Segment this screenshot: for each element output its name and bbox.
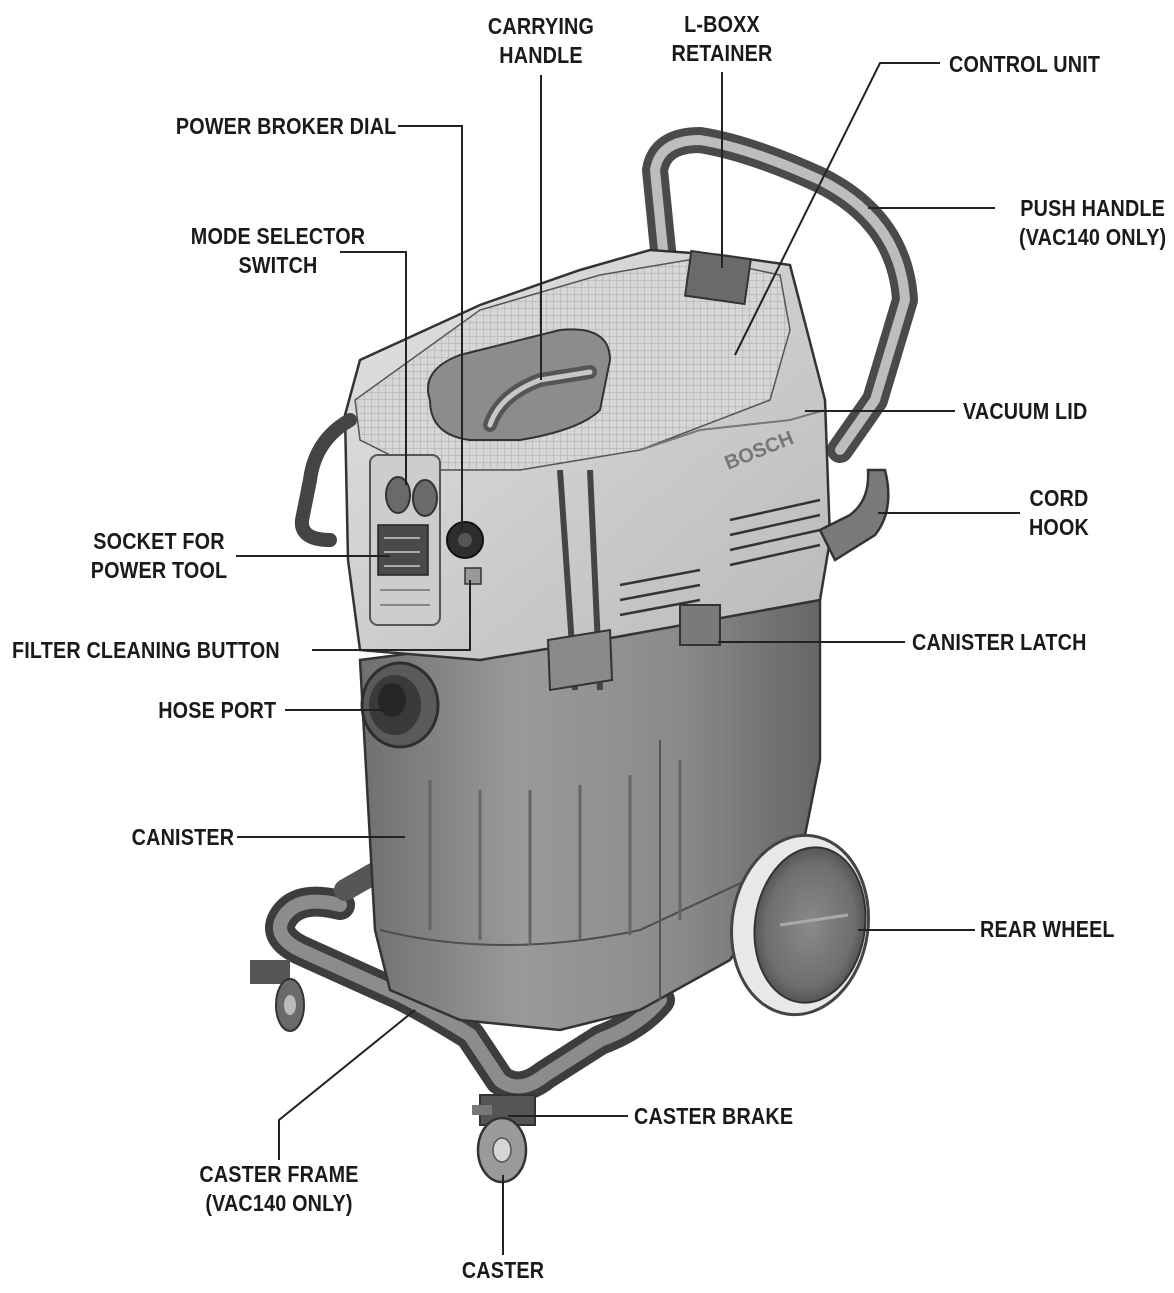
leader-filter-cleaning	[312, 580, 471, 651]
label-cord-hook-line1: CORD	[1029, 485, 1089, 511]
hose-port-shape	[360, 661, 440, 749]
label-caster-frame-line2: (VAC140 ONLY)	[205, 1190, 353, 1216]
label-caster: CASTER	[451, 1256, 554, 1285]
label-control-unit: CONTROL UNIT	[949, 50, 1100, 79]
label-caster-text: CASTER	[461, 1257, 545, 1283]
rear-wheel-shape	[730, 833, 870, 1017]
leader-power-broker-dial	[398, 125, 463, 530]
label-caster-brake-text: CASTER BRAKE	[634, 1103, 794, 1129]
label-l-boxx-line1: L-BOXX	[684, 11, 760, 37]
label-carrying-handle-line2: HANDLE	[499, 42, 583, 68]
label-l-boxx-line2: RETAINER	[671, 40, 773, 66]
label-mode-selector-line1: MODE SELECTOR	[190, 223, 366, 249]
leader-mode-selector	[340, 251, 407, 485]
label-push-handle: PUSH HANDLE (VAC140 ONLY)	[1019, 194, 1166, 252]
vacuum-lid-shape	[294, 248, 832, 692]
label-power-broker-dial-text: POWER BROKER DIAL	[175, 113, 396, 139]
label-control-unit-text: CONTROL UNIT	[949, 51, 1101, 77]
label-cord-hook: CORD HOOK	[1019, 484, 1100, 542]
label-canister-text: CANISTER	[131, 824, 234, 850]
label-hose-port: HOSE PORT	[158, 696, 276, 725]
push-handle-shape	[642, 127, 918, 463]
label-push-handle-line1: PUSH HANDLE	[1019, 195, 1165, 221]
label-caster-brake: CASTER BRAKE	[634, 1102, 793, 1131]
label-canister: CANISTER	[132, 823, 234, 852]
canister-shape	[358, 598, 822, 1032]
front-caster-shape	[472, 1094, 536, 1184]
leader-caster-frame	[278, 1009, 416, 1160]
label-filter-cleaning-button: FILTER CLEANING BUTTON	[12, 636, 280, 665]
label-canister-latch: CANISTER LATCH	[912, 628, 1087, 657]
label-carrying-handle-line1: CARRYING	[487, 13, 595, 39]
label-l-boxx-retainer: L-BOXX RETAINER	[665, 10, 779, 68]
leader-control-unit	[734, 62, 940, 356]
left-caster-shape	[250, 960, 305, 1032]
label-cord-hook-line2: HOOK	[1028, 514, 1090, 540]
label-caster-frame-line1: CASTER FRAME	[199, 1161, 359, 1187]
label-socket-line2: POWER TOOL	[90, 557, 228, 583]
cord-hook-shape	[818, 468, 890, 562]
label-vacuum-lid-text: VACUUM LID	[963, 398, 1088, 424]
label-socket-line1: SOCKET FOR	[93, 528, 225, 554]
label-power-broker-dial: POWER BROKER DIAL	[175, 112, 396, 141]
label-hose-port-text: HOSE PORT	[157, 697, 276, 723]
leader-lines	[236, 62, 1020, 1255]
label-filter-cleaning-text: FILTER CLEANING BUTTON	[12, 637, 280, 663]
label-carrying-handle: CARRYING HANDLE	[481, 12, 601, 70]
label-rear-wheel: REAR WHEEL	[980, 915, 1115, 944]
label-push-handle-line2: (VAC140 ONLY)	[1018, 224, 1166, 250]
label-vacuum-lid: VACUUM LID	[963, 397, 1087, 426]
label-socket-for-power-tool: SOCKET FOR POWER TOOL	[88, 527, 231, 585]
label-mode-selector-switch: MODE SELECTOR SWITCH	[187, 222, 369, 280]
label-mode-selector-line2: SWITCH	[238, 252, 318, 278]
label-caster-frame: CASTER FRAME (VAC140 ONLY)	[190, 1160, 367, 1218]
label-rear-wheel-text: REAR WHEEL	[980, 916, 1115, 942]
label-canister-latch-text: CANISTER LATCH	[912, 629, 1087, 655]
